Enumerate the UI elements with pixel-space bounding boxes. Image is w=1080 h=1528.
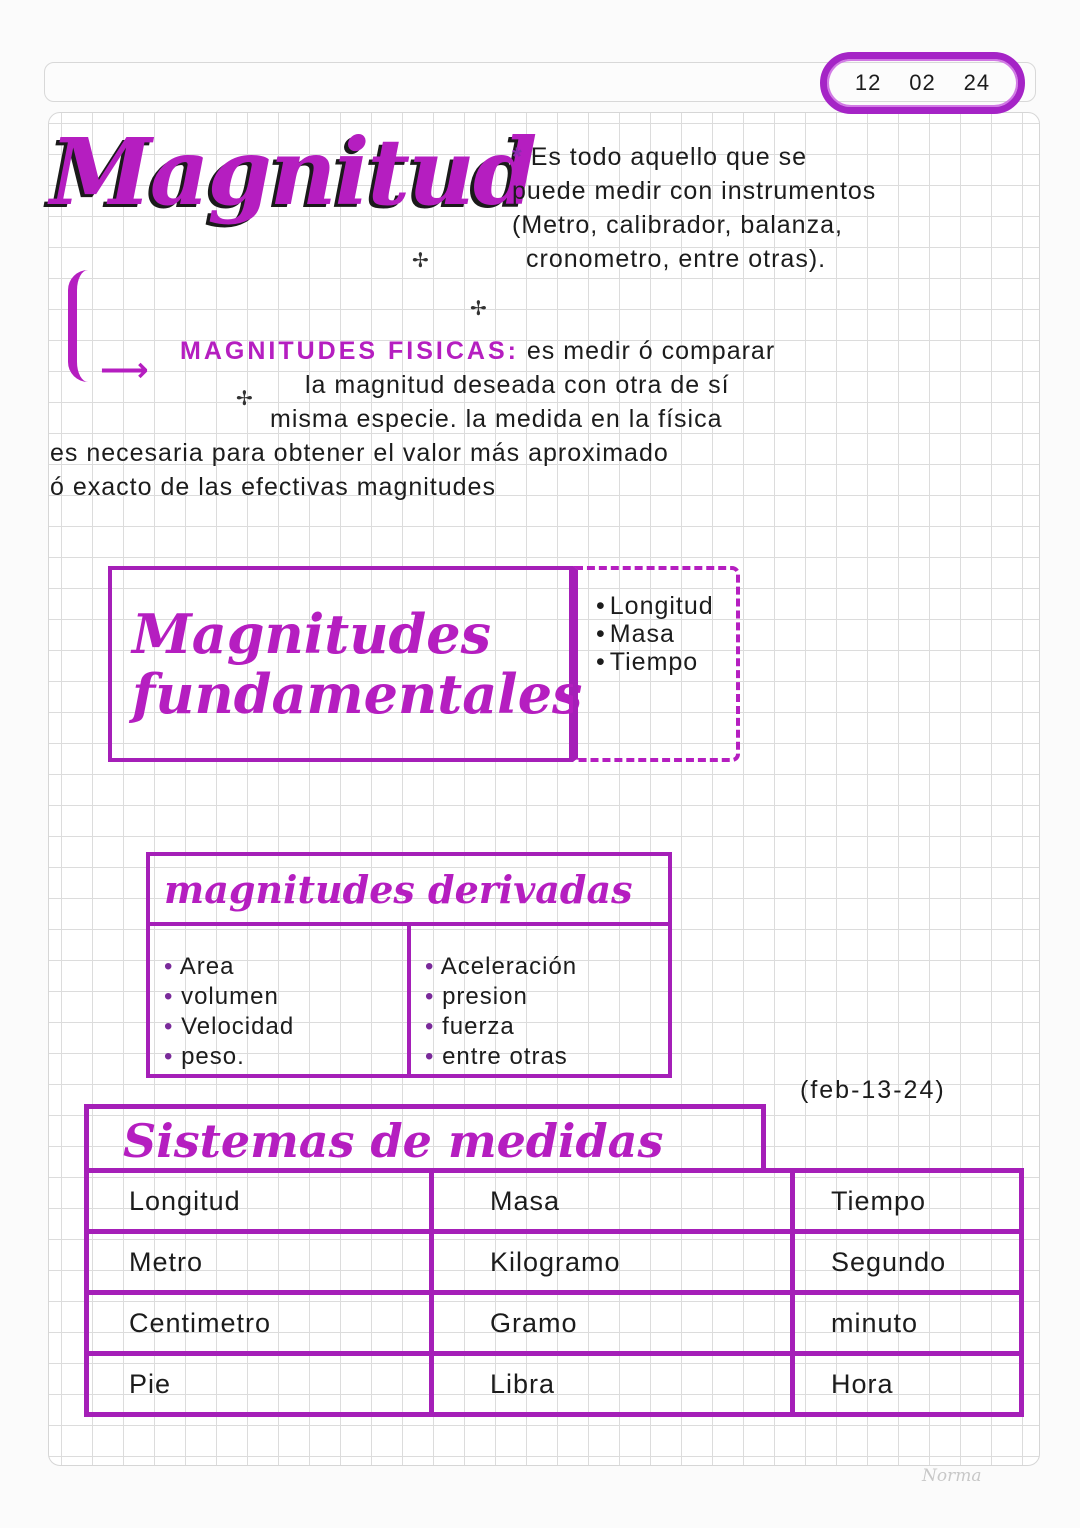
definition-line: puede medir con instrumentos [512,177,877,205]
notebook-brand-logo: Norma [922,1466,982,1486]
table-header: Masa [429,1168,795,1234]
table-cell: Gramo [429,1290,795,1356]
page-title: Magnitud [50,118,537,226]
table-cell: Libra [429,1351,795,1417]
derived-magnitudes-table: magnitudes derivadas Area volumen Veloci… [146,852,672,1078]
table-header: Tiempo [790,1168,1024,1234]
measurement-systems-table: Longitud Masa Tiempo Metro Kilogramo Seg… [84,1168,1024,1417]
physics-label: MAGNITUDES FISICAS: [180,337,519,365]
list-item: Area [164,952,407,982]
table-header: Longitud [84,1168,434,1234]
table-cell: Pie [84,1351,434,1417]
list-item: Aceleración [425,952,668,982]
definition-line: cronometro, entre otras). [526,245,827,273]
definition-block: * Es todo aquello que se puede medir con… [512,140,1032,276]
fundamental-list: Longitud Masa Tiempo [573,566,740,762]
derived-left-column: Area volumen Velocidad peso. [150,926,407,1078]
fundamental-title: Magnitudes fundamentales [108,566,582,762]
list-item: entre otras [425,1042,668,1072]
table-cell: Hora [790,1351,1024,1417]
measurement-systems-title: Sistemas de medidas [84,1104,766,1172]
curly-brace-decoration [68,270,99,382]
table-cell: Metro [84,1229,434,1295]
definition-line: (Metro, calibrador, balanza, [512,211,843,239]
definition-line: * Es todo aquello que se [512,143,808,171]
table-cell: Segundo [790,1229,1024,1295]
header-strip [44,62,1036,102]
arrow-right-icon: ⟶ [100,350,149,390]
table-row: Centimetro Gramo minuto [84,1290,1024,1356]
list-item: Tiempo [596,648,736,676]
list-item: fuerza [425,1012,668,1042]
physics-definition: MAGNITUDES FISICAS: es medir ó comparar … [50,337,776,501]
date-month: 02 [909,70,936,95]
table-row: Metro Kilogramo Segundo [84,1229,1024,1295]
list-item: volumen [164,982,407,1012]
list-item: Longitud [596,592,736,620]
table-cell: Centimetro [84,1290,434,1356]
fundamental-magnitudes-box: Magnitudes fundamentales Longitud Masa T… [108,566,740,766]
star-bullet-icon: * [512,143,523,171]
table-row: Pie Libra Hora [84,1351,1024,1417]
derived-right-column: Aceleración presion fuerza entre otras [407,926,668,1078]
sparkle-icon: ✢ [412,248,429,272]
list-item: peso. [164,1042,407,1072]
derived-title: magnitudes derivadas [150,856,668,926]
list-item: presion [425,982,668,1012]
table-cell: minuto [790,1290,1024,1356]
date-year: 24 [963,70,991,95]
list-item: Velocidad [164,1012,407,1042]
date-day: 12 [854,70,882,95]
date-cloud: 12 02 24 [820,52,1025,114]
list-item: Masa [596,620,736,648]
sparkle-icon: ✢ [236,386,253,410]
secondary-date: (feb-13-24) [800,1076,946,1104]
sparkle-icon: ✢ [470,296,487,320]
table-header-row: Longitud Masa Tiempo [84,1168,1024,1234]
table-cell: Kilogramo [429,1229,795,1295]
